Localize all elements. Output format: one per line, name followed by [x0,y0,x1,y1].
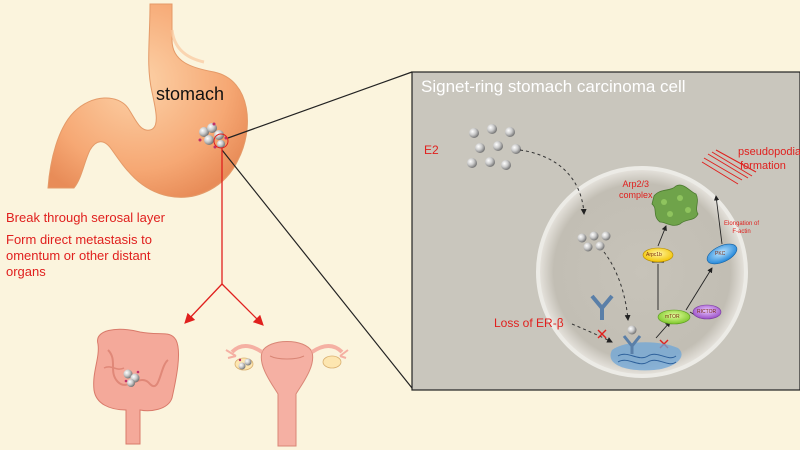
intestine-illustration [93,328,179,445]
elongation-label: Elongation of F-actin [724,220,759,236]
stomach-tumor [198,122,229,149]
arp23-line-1: Arp2/3 [622,179,650,189]
mtor-label: mTOR [665,314,680,320]
pseudopodia-fibers [701,149,757,185]
stomach-label: stomach [156,84,225,104]
pkc-label: PKC [715,251,726,257]
e2-molecules [467,124,521,170]
zoom-line-top [227,71,413,139]
arpc1b-node [642,247,674,263]
dna-nucleus [610,342,682,371]
metastasis-notes: Break through serosal layer Form direct … [6,210,165,280]
intestine-tumor [123,369,140,387]
rictor-node [692,304,722,320]
arp23-complex [651,184,699,226]
stomach-illustration [47,3,248,198]
mtor-node [657,309,691,325]
arp23-label: Arp2/3 complex [619,179,653,201]
rictor-label: RICTOR [697,309,717,315]
form-metastasis-line-1: Form direct metastasis to [6,232,152,247]
ovary-tumor [238,358,252,370]
e2-inside-cell [577,231,611,252]
pseudopodia-line-2: formation [740,160,786,172]
arpc1b-label: Arpc1b [646,252,662,258]
panel-title: Signet-ring stomach carcinoma cell [421,77,686,96]
break-through-text: Break through serosal layer [6,210,165,225]
er-beta-receptor-outside [590,294,614,320]
cell-body [536,166,748,378]
uterus-illustration [225,341,349,447]
form-metastasis-line-3: organs [6,264,46,279]
pseudopodia-line-1: pseudopodia [738,146,800,158]
loss-er-beta-label: Loss of ER-β [494,316,564,330]
e2-label: E2 [424,143,439,157]
form-metastasis-line-2: omentum or other distant [6,248,151,263]
inhibit-cross-1 [597,329,607,339]
arp23-line-2: complex [619,190,653,200]
pkc-node [706,243,738,265]
pseudopodia-label: pseudopodia formation [738,145,800,173]
er-beta-receptor-nucleus [622,325,642,354]
elongation-line-2: F-actin [732,229,751,235]
elongation-line-1: Elongation of [724,221,760,227]
signet-ring-cell-panel [411,71,800,391]
metastasis-arrows [184,148,264,326]
zoom-line-bottom [221,149,413,389]
